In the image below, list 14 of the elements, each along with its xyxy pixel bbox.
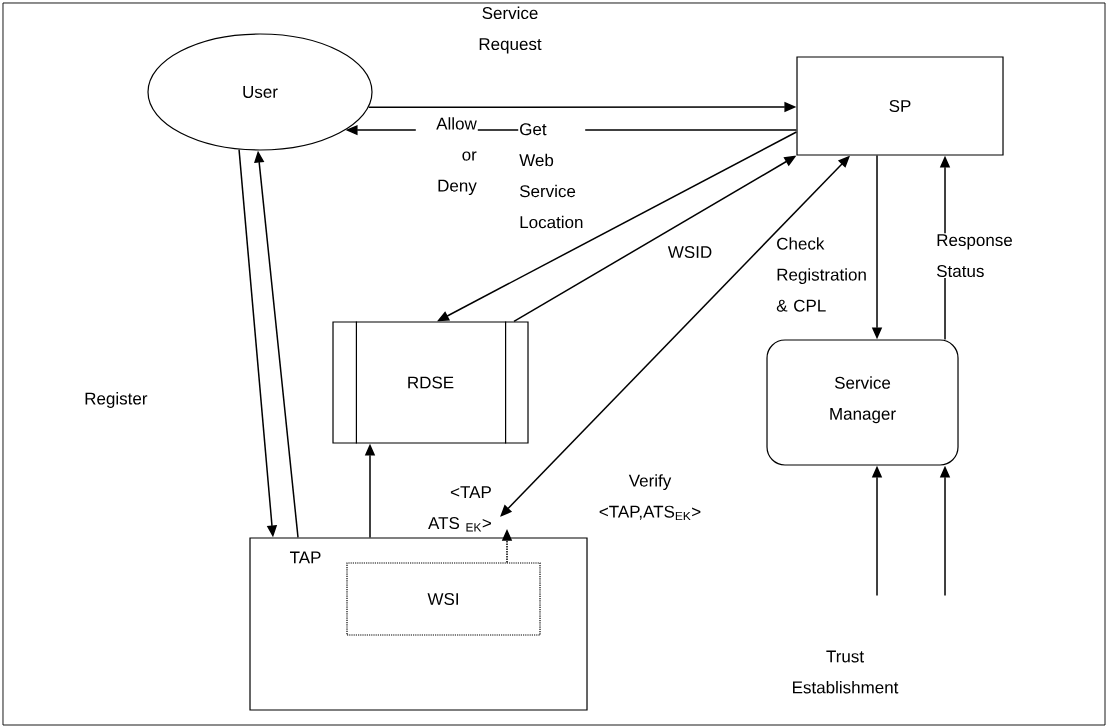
process-box: RDSE [332,320,529,445]
edge-label: Get Web Service Location [518,122,586,230]
node-label: Trust Establishment [793,650,899,694]
text-label: WSID [667,246,712,259]
edge-label: Allow or Deny [415,116,478,197]
node-label: <TAP ATS $_{EK}$> [428,486,491,532]
text-label: Register [85,392,148,408]
rounded-box: Service Manager [766,339,959,466]
edge-label: Response Status [935,233,1018,279]
text-label: Verify <TAP,ATS$_{EK}$> [599,474,701,521]
text-label: Check Registration & CPL [776,237,866,312]
process-box: WSI [346,562,541,636]
process-box: SP [796,56,1004,156]
edge-label: Service Request [476,5,544,55]
